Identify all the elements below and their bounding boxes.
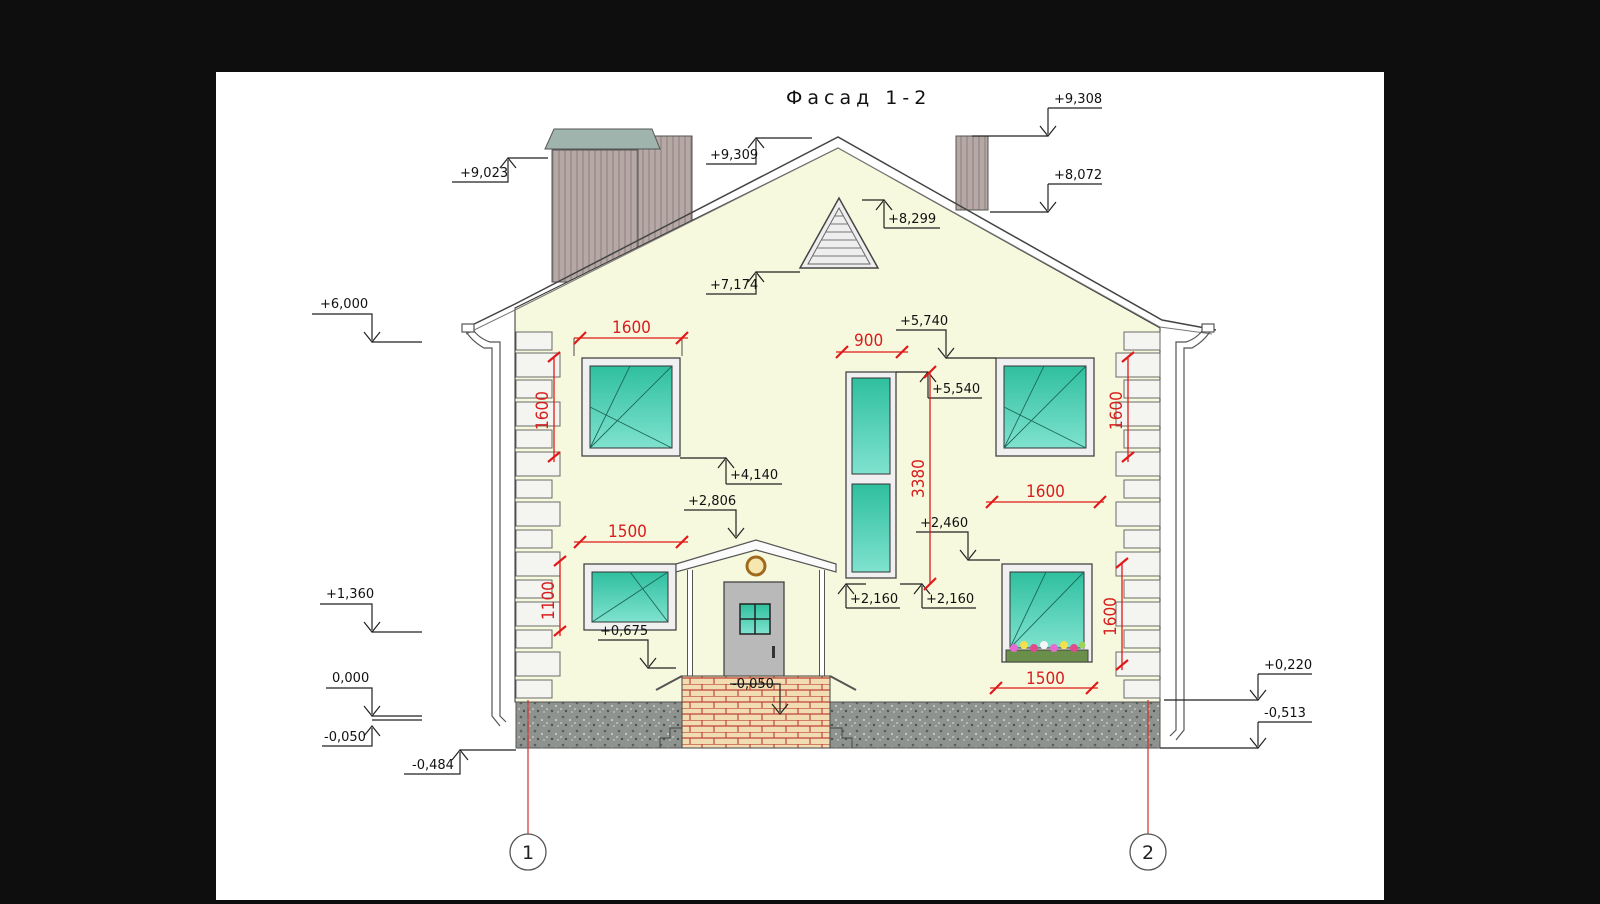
downpipe-right: [1169, 323, 1215, 741]
axis-lines: [527, 700, 1149, 834]
elevation-chimney-right: +9,308: [1054, 92, 1102, 107]
svg-text:2: 2: [1142, 842, 1154, 864]
elevation-leaders: [312, 107, 1312, 775]
dim-top-left-height: 1600: [533, 391, 553, 430]
elevation-window-top-right: +5,740: [900, 314, 948, 329]
dimension-lines: [547, 331, 1135, 695]
dim-lower-left-height: 1100: [539, 581, 559, 620]
flower-box-icon: [1010, 641, 1086, 652]
chimney-right: [955, 135, 989, 211]
elevation-window-left-lower-bottom: +0,675: [600, 624, 648, 639]
dim-top-right-width: 1600: [1026, 482, 1065, 502]
dim-top-left-width: 1600: [612, 318, 651, 338]
elevation-tall-top: +5,540: [932, 382, 980, 397]
elevation-chimney-left: +9,023: [460, 166, 508, 181]
svg-text:1: 1: [522, 842, 534, 864]
elevation-window-right-lower: +2,460: [920, 516, 968, 531]
elevation-window-left-bottom: +4,140: [730, 468, 778, 483]
dim-lower-right-height: 1600: [1101, 597, 1121, 636]
attic-vent: [798, 196, 880, 269]
dim-lower-left-width: 1500: [608, 522, 647, 542]
elevation-ground-left: -0,484: [412, 758, 454, 773]
elevation-tall-bottom-right: +2,160: [926, 592, 974, 607]
downpipe-left: [461, 323, 507, 727]
elevation-canopy: +2,806: [688, 494, 736, 509]
dim-tall-width: 900: [854, 331, 883, 351]
dim-tall-height: 3380: [909, 459, 929, 498]
window-top-left: [581, 357, 681, 457]
elevation-eave: +6,000: [320, 297, 368, 312]
roof-edge: [461, 136, 1217, 331]
entrance-canopy: [675, 539, 837, 680]
axis-marker-2: 2: [1129, 833, 1167, 871]
elevation-labels: +6,000 +1,360 0,000 -0,050 -0,484 +9,023…: [320, 92, 1312, 773]
elevation-ridge: +9,309: [710, 148, 758, 163]
window-top-right: [995, 357, 1095, 457]
axis-marker-1: 1: [509, 833, 547, 871]
elevation-tall-bottom-left: +2,160: [850, 592, 898, 607]
window-tall-center: [845, 371, 897, 579]
dim-top-right-height: 1600: [1107, 391, 1127, 430]
elevation-vent-top: +8,299: [888, 212, 936, 227]
elevation-vent-bottom: +7,174: [710, 278, 758, 293]
window-lower-right: [1001, 563, 1093, 663]
dimension-labels: 1600 1600 900 3380 1600 1600 1500 1100 1…: [533, 318, 1127, 689]
elevation-roof-right: +8,072: [1054, 168, 1102, 183]
porch-steps: [655, 675, 857, 749]
window-lower-left: [583, 563, 677, 631]
elevation-floor: -0,050: [324, 730, 366, 745]
dim-lower-right-width: 1500: [1026, 669, 1065, 689]
elevation-plinth-right: +0,220: [1264, 658, 1312, 673]
elevation-zero: 0,000: [332, 671, 369, 686]
elevation-1360: +1,360: [326, 587, 374, 602]
drawing-title: Фасад 1-2: [786, 87, 931, 109]
elevation-porch: -0,050: [732, 677, 774, 692]
elevation-ground-right: -0,513: [1264, 706, 1306, 721]
corner-quoins-right: [1115, 331, 1161, 699]
